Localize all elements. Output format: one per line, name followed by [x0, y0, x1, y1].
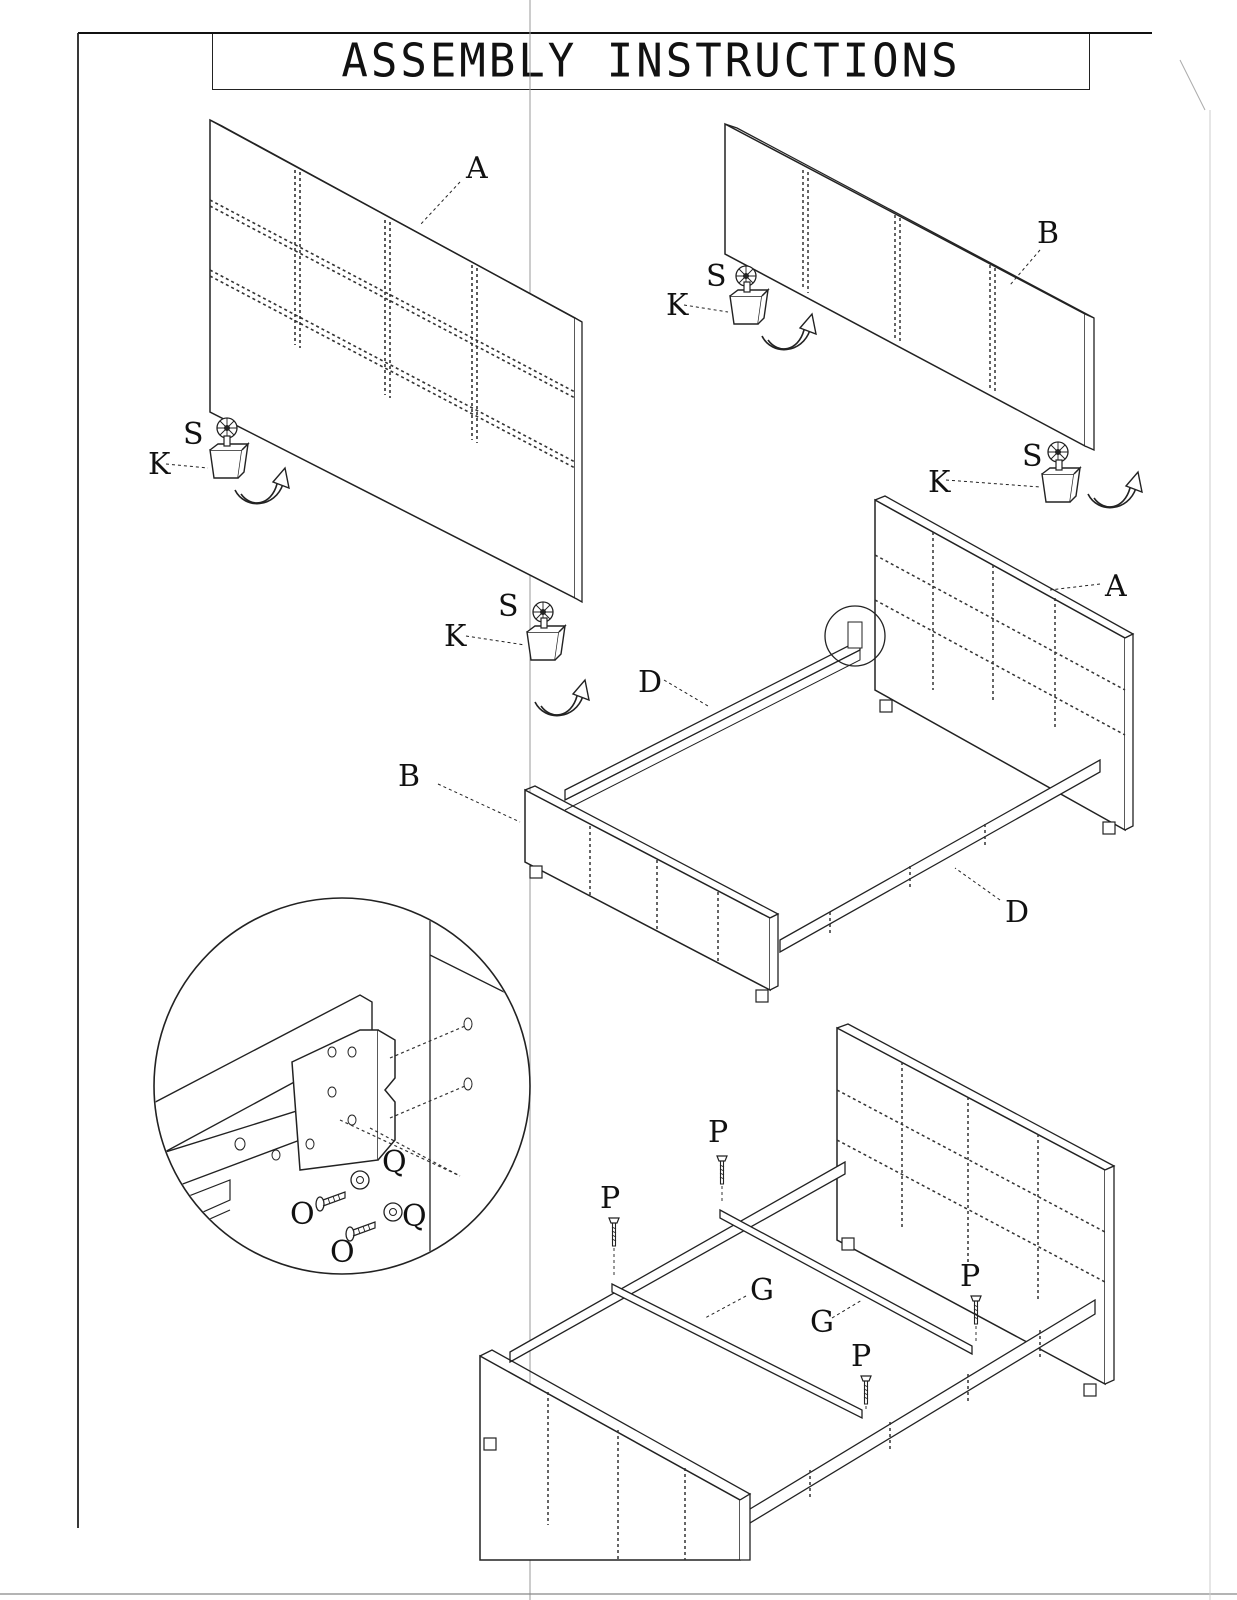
label-k-4: K [928, 465, 951, 500]
label-a-1: A [465, 151, 488, 186]
label-k-2: K [444, 619, 467, 654]
label-g-2: G [810, 1305, 834, 1340]
bolt-o-2 [345, 1221, 376, 1242]
label-k-1: K [148, 447, 171, 482]
page-title: ASSEMBLY INSTRUCTIONS [341, 34, 961, 88]
bolt-p-3 [970, 1295, 982, 1325]
slat-g-1 [611, 1282, 863, 1420]
detail-marker [824, 605, 886, 667]
label-q-1: Q [382, 1145, 407, 1180]
leg-k-3: S K [666, 259, 817, 351]
label-p-4: P [851, 1339, 871, 1374]
label-p-1: P [600, 1181, 620, 1216]
label-g-1: G [750, 1273, 774, 1308]
bolt-p-1 [608, 1217, 620, 1247]
corner-mark [1179, 59, 1206, 111]
footboard-b-step2: B S K S K [666, 122, 1143, 509]
label-p-2: P [708, 1115, 728, 1150]
bolt-p-2 [716, 1155, 728, 1185]
title-box: ASSEMBLY INSTRUCTIONS [212, 32, 1090, 90]
headboard-a-step1: A S K S K [148, 118, 590, 717]
label-b-2: B [398, 759, 420, 794]
leg-k-4: S K [928, 439, 1143, 509]
label-a-2: A [1104, 569, 1127, 604]
label-s-2: S [498, 589, 519, 624]
label-o-2: O [330, 1235, 355, 1270]
label-s-1: S [183, 417, 204, 452]
leg-k-2: S K [444, 589, 590, 717]
frame-step3: A D D [398, 495, 1135, 1003]
label-o-1: O [290, 1197, 315, 1232]
label-b-1: B [1037, 216, 1059, 251]
label-d-1: D [638, 665, 662, 700]
slat-g-2 [719, 1208, 973, 1356]
label-s-3: S [706, 259, 727, 294]
label-k-3: K [666, 288, 689, 323]
label-d-2: D [1005, 895, 1029, 930]
label-p-3: P [960, 1259, 980, 1294]
leg-k-1: S K [148, 417, 290, 505]
bolt-o-1 [315, 1191, 346, 1212]
bolt-p-4 [860, 1375, 872, 1405]
bracket-detail: Q Q O O [153, 897, 531, 1275]
label-s-4: S [1022, 439, 1043, 474]
label-q-2: Q [402, 1199, 427, 1234]
frame-step4: G G P P P P [479, 1023, 1116, 1561]
